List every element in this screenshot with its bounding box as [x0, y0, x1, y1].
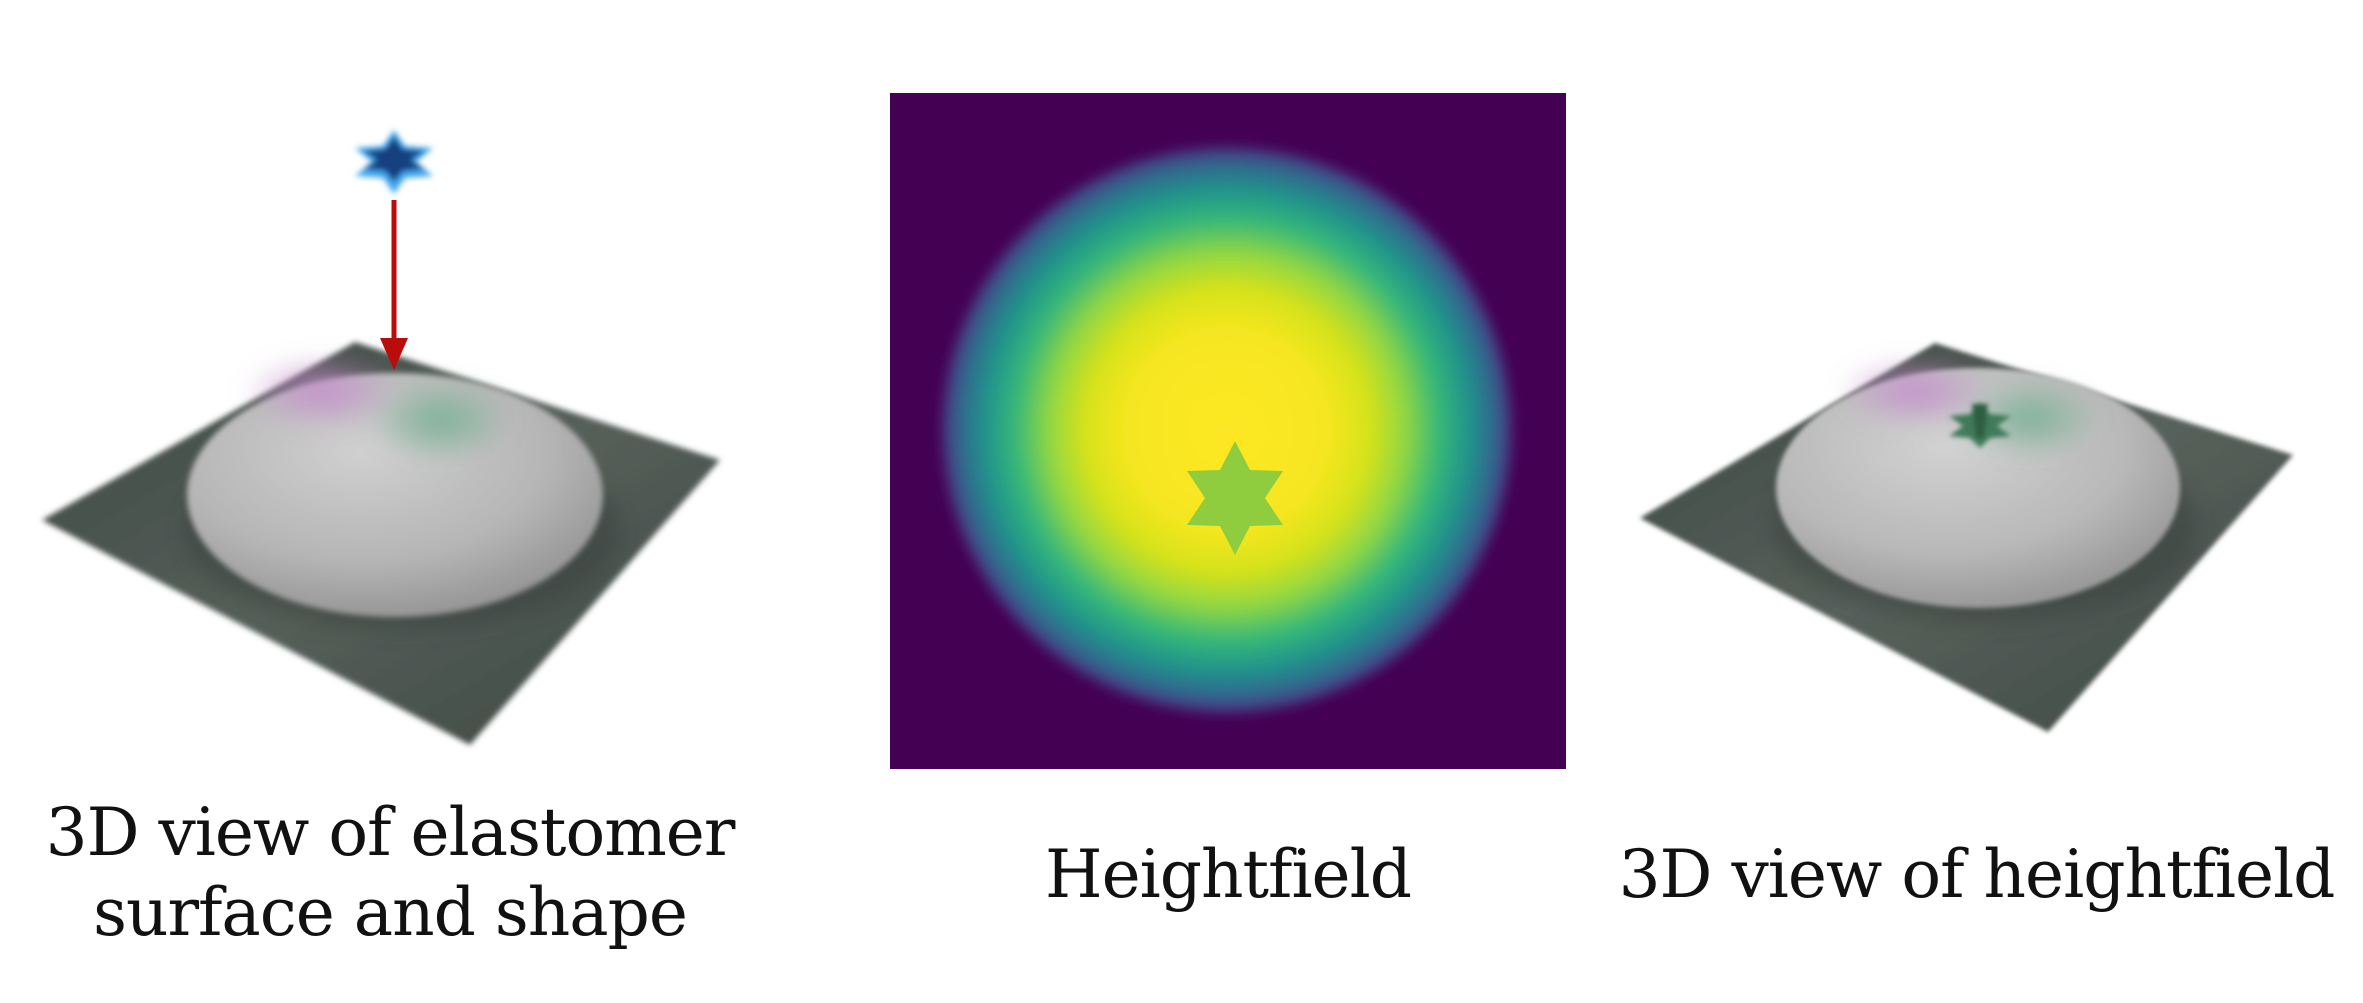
star-imprint	[1187, 441, 1283, 555]
heightfield-3d-illustration	[1640, 343, 2293, 732]
caption-heightfield-3d: 3D view of heightfield	[1590, 835, 2363, 915]
press-down-arrow	[380, 200, 408, 370]
elastomer-3d-illustration	[42, 130, 720, 745]
dome-green-tint	[368, 378, 512, 462]
dome-green-tint	[1960, 378, 2100, 458]
caption-line: Heightfield	[1045, 836, 1412, 913]
elastomer-3d-view	[0, 0, 780, 770]
heightfield-map	[890, 93, 1566, 769]
heightfield-map-panel	[890, 93, 1566, 769]
dome-pink-tint	[242, 354, 402, 430]
star-shape-indenter	[355, 130, 433, 194]
heightfield-dome-region	[940, 145, 1514, 715]
caption-elastomer-3d: 3D view of elastomer surface and shape	[0, 793, 780, 953]
caption-line: surface and shape	[93, 874, 688, 951]
heightfield-3d-view	[1590, 0, 2363, 770]
caption-line: 3D view of heightfield	[1618, 836, 2336, 913]
caption-line: 3D view of elastomer	[45, 794, 736, 871]
caption-heightfield: Heightfield	[890, 835, 1566, 915]
dome-pink-tint	[1837, 356, 1993, 428]
star-imprint-3d	[1949, 402, 2011, 448]
